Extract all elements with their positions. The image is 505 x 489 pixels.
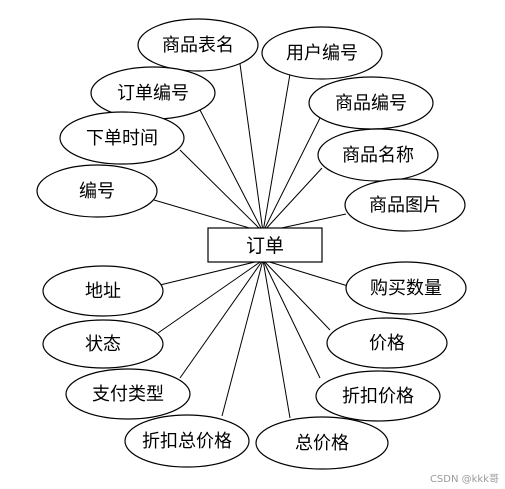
attribute-label: 商品图片: [369, 195, 441, 216]
attribute-ellipse: [137, 18, 259, 72]
attribute-ellipse: [261, 26, 383, 80]
attribute-label: 购买数量: [370, 278, 442, 299]
edges: [153, 63, 349, 419]
attribute-ellipse: [255, 416, 389, 470]
attribute-ellipse: [42, 319, 164, 369]
attribute-ellipse: [317, 128, 439, 182]
edge-total-price: [262, 259, 291, 419]
attribute-label: 总价格: [295, 433, 349, 454]
attribute-order-time: 下单时间: [59, 111, 185, 165]
edge-product-id: [262, 117, 321, 233]
attribute-label: 状态: [85, 334, 121, 355]
attribute-ellipse: [344, 178, 466, 232]
attribute-label: 折扣价格: [342, 386, 414, 407]
entity-label: 订单: [246, 235, 284, 257]
attribute-product-image: 商品图片: [344, 178, 466, 232]
attribute-discount-price: 折扣价格: [315, 370, 441, 422]
attribute-label: 下单时间: [86, 128, 158, 149]
attribute-serial-number: 编号: [36, 164, 158, 218]
edge-price: [262, 259, 331, 331]
attribute-discount-total-price: 折扣总价格: [124, 414, 250, 468]
entity-order: 订单: [207, 227, 323, 263]
attribute-ellipse: [42, 265, 164, 317]
edge-status: [157, 259, 264, 334]
attribute-purchase-quantity: 购买数量: [345, 261, 467, 315]
edge-purchase-quantity: [262, 259, 349, 287]
edge-discount-price: [262, 259, 321, 379]
attribute-label: 商品名称: [342, 145, 414, 166]
edge-order-id: [199, 109, 264, 233]
attribute-status: 状态: [42, 319, 164, 369]
attribute-label: 订单编号: [117, 83, 189, 104]
edge-user-id: [262, 73, 291, 233]
entity-box: [207, 227, 323, 263]
attribute-label: 支付类型: [92, 384, 164, 405]
edge-product-name: [262, 167, 323, 233]
edge-discount-total-price: [221, 259, 264, 417]
attribute-product-name: 商品名称: [317, 128, 439, 182]
attribute-payment-type: 支付类型: [65, 368, 191, 420]
edge-order-time: [179, 149, 264, 233]
attribute-ellipse: [326, 317, 448, 369]
attribute-ellipse: [345, 261, 467, 315]
attribute-price: 价格: [326, 317, 448, 369]
attribute-ellipse: [59, 111, 185, 165]
attribute-total-price: 总价格: [255, 416, 389, 470]
attribute-product-table-name: 商品表名: [137, 18, 259, 72]
attribute-ellipse: [124, 414, 250, 468]
attribute-label: 商品编号: [335, 93, 407, 114]
attribute-label: 地址: [85, 281, 121, 302]
edge-product-table-name: [239, 63, 264, 233]
attribute-address: 地址: [42, 265, 164, 317]
attribute-label: 折扣总价格: [142, 431, 232, 452]
attribute-label: 编号: [79, 181, 115, 202]
attribute-ellipse: [65, 368, 191, 420]
attribute-ellipse: [315, 370, 441, 422]
edge-serial-number: [153, 199, 264, 233]
attribute-user-id: 用户编号: [261, 26, 383, 80]
attribute-label: 商品表名: [162, 35, 234, 56]
watermark: CSDN @kkk哥: [429, 474, 499, 485]
edge-payment-type: [179, 259, 264, 379]
attribute-label: 用户编号: [286, 43, 358, 64]
attribute-order-id: 订单编号: [90, 66, 216, 120]
attribute-label: 价格: [369, 333, 405, 354]
attribute-product-id: 商品编号: [308, 76, 434, 130]
edge-address: [159, 259, 264, 286]
attribute-ellipse: [36, 164, 158, 218]
